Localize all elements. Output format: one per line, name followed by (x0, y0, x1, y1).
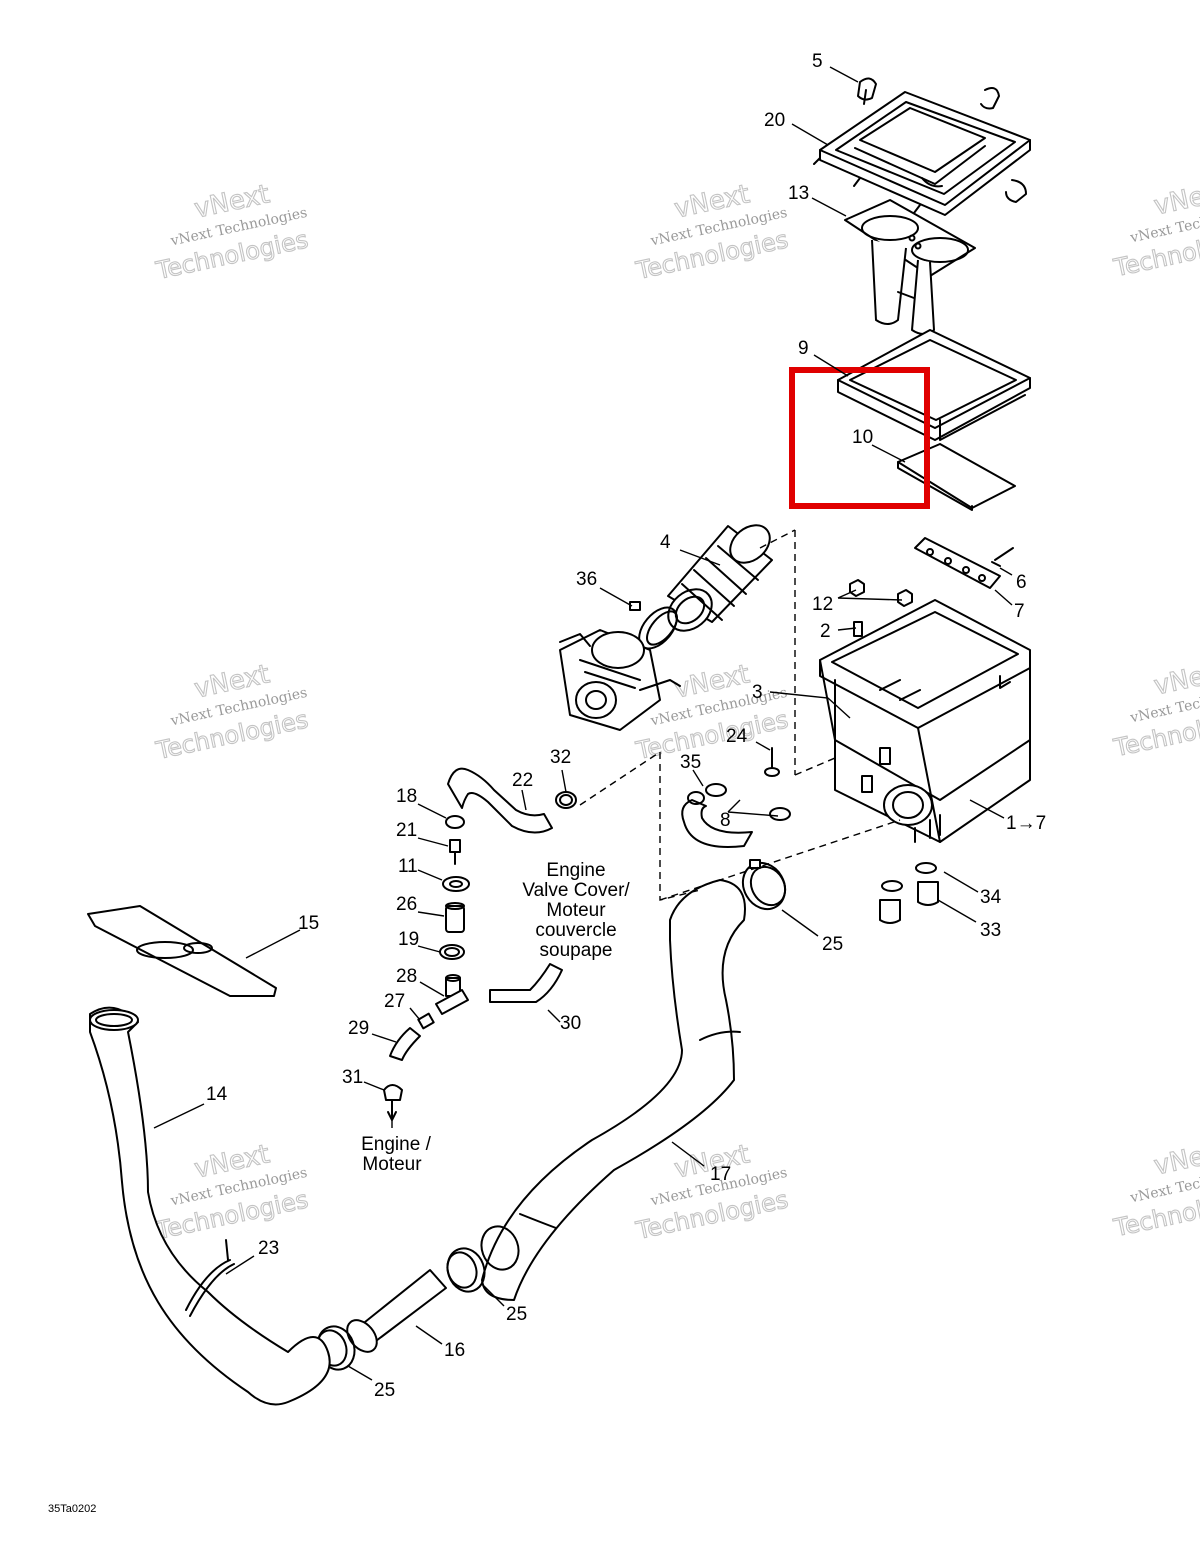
callout-11: 11 (398, 856, 418, 877)
filter-element-part-10 (897, 443, 1016, 511)
connector-part-27 (417, 1012, 435, 1030)
svg-text:Valve Cover/: Valve Cover/ (522, 880, 630, 901)
tee-fitting-part-28 (435, 974, 469, 1015)
cap-part-33 (879, 881, 939, 924)
elbow-part-29 (389, 1027, 421, 1061)
callout-1-to-7: 1→7 (1006, 813, 1046, 834)
duct-part-17 (481, 879, 746, 1301)
callout-36: 36 (576, 569, 597, 590)
sleeve-part-26 (445, 902, 465, 933)
callout-29: 29 (348, 1018, 369, 1039)
callout-12: 12 (812, 594, 833, 615)
callout-24: 24 (726, 726, 748, 747)
note-engine-valve-cover: Engine Valve Cover/ Moteur couvercle sou… (522, 860, 630, 961)
clip-part-5 (857, 77, 1027, 203)
svg-text:vNext: vNext (1151, 176, 1200, 221)
svg-text:Moteur: Moteur (546, 900, 606, 921)
reference-code: 35Ta0202 (48, 1503, 96, 1515)
callout-7: 7 (1014, 601, 1025, 622)
svg-text:couvercle: couvercle (535, 920, 616, 941)
ring-part-18 (445, 815, 465, 829)
watermark-mid-left: vNext vNext Technologies Technologies (152, 659, 311, 766)
clamp-part-31 (383, 1084, 403, 1121)
callout-22: 22 (512, 770, 533, 791)
callout-4: 4 (660, 532, 671, 553)
callout-5: 5 (812, 51, 823, 72)
callout-2: 2 (820, 621, 831, 642)
svg-text:soupape: soupape (540, 940, 613, 961)
callout-13: 13 (788, 183, 809, 204)
note-engine: Engine / Moteur (361, 1134, 431, 1175)
callout-6: 6 (1016, 572, 1027, 593)
intake-boot-part-4 (667, 524, 773, 632)
callout-14: 14 (206, 1084, 228, 1105)
clamp-part-25-upper (741, 859, 787, 911)
cover-plate-part-15 (87, 905, 277, 997)
callout-34: 34 (980, 887, 1002, 908)
dashed-reference-lines (579, 529, 901, 901)
intake-plate-part-13 (844, 199, 976, 335)
callout-35: 35 (680, 752, 701, 773)
svg-text:Moteur: Moteur (362, 1154, 422, 1175)
callout-17: 17 (710, 1164, 731, 1185)
highlight-box (789, 367, 930, 509)
mounting-strip-part-6-7 (914, 537, 1014, 589)
tube-part-16 (346, 1269, 447, 1353)
hose-part-22 (447, 767, 553, 834)
callout-26: 26 (396, 894, 417, 915)
hose-part-30 (489, 963, 563, 1003)
filter-frame-part-9 (837, 329, 1031, 441)
watermark-bottom-left: vNext vNext Technologies Technologies (152, 1139, 311, 1246)
nut-part-11 (442, 876, 470, 892)
clamp-part-25-middle (446, 1225, 520, 1293)
carburetor (559, 629, 681, 731)
clamp-part-32 (555, 791, 577, 809)
callout-23: 23 (258, 1238, 279, 1259)
watermark-top-left: vNext vNext Technologies Technologies (152, 179, 311, 286)
callout-21: 21 (396, 820, 417, 841)
nuts-part-12 (849, 579, 913, 607)
watermark-bottom-right: vNext vNext Technologies Technologies (1110, 1136, 1200, 1243)
svg-text:Engine: Engine (546, 860, 605, 881)
air-box-part-1-7 (819, 599, 1031, 843)
callout-20: 20 (764, 110, 785, 131)
callout-28: 28 (396, 966, 417, 987)
callout-16: 16 (444, 1340, 465, 1361)
watermark-top-center: vNext vNext Technologies Technologies (632, 179, 791, 286)
valve-part-21 (449, 839, 461, 865)
svg-text:vNext: vNext (1151, 656, 1200, 701)
callout-10: 10 (852, 427, 873, 448)
hose-part-35 (681, 791, 753, 848)
callout-3: 3 (752, 682, 763, 703)
callout-32: 32 (550, 747, 571, 768)
intake-tube-part-14 (89, 1006, 331, 1406)
callout-19: 19 (398, 929, 419, 950)
callout-25-middle: 25 (506, 1304, 527, 1325)
clamp-part-19 (439, 944, 465, 960)
callout-30: 30 (560, 1013, 581, 1034)
strap-part-23 (185, 1239, 235, 1317)
watermark-top-right: vNext vNext Technologies Technologies (1110, 176, 1200, 283)
callout-31: 31 (342, 1067, 363, 1088)
fitting-part-34 (881, 862, 937, 892)
watermark-mid-right: vNext vNext Technologies Technologies (1110, 656, 1200, 763)
leader-lines (153, 66, 1013, 1381)
filter-cover-part-20 (813, 91, 1031, 216)
callout-15: 15 (298, 913, 319, 934)
callout-33: 33 (980, 920, 1001, 941)
clamp-part-8 (705, 783, 791, 821)
callout-25-lower: 25 (374, 1380, 395, 1401)
callout-8: 8 (720, 810, 731, 831)
svg-text:vNext: vNext (1151, 1136, 1200, 1181)
callout-27: 27 (384, 991, 405, 1012)
screw-part-24 (764, 747, 780, 777)
callout-18: 18 (396, 786, 417, 807)
callout-9: 9 (798, 338, 809, 359)
svg-text:Engine /: Engine / (361, 1134, 431, 1155)
callout-labels: 5 20 13 9 10 4 36 6 7 12 2 3 24 35 32 22… (206, 51, 1046, 1401)
callout-25-upper: 25 (822, 934, 843, 955)
